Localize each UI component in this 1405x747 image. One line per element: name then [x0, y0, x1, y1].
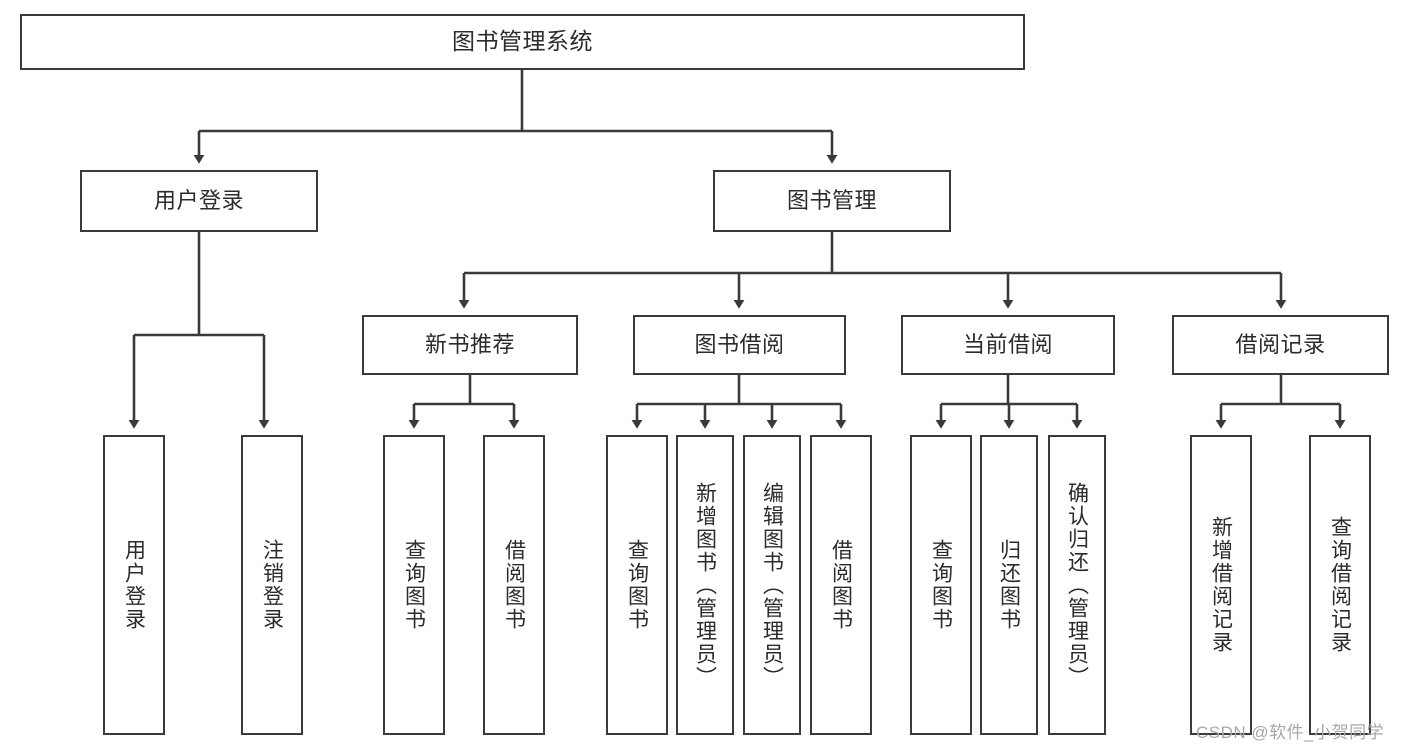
node-label: 用户登录 — [122, 539, 146, 631]
node-label: 新增借阅记录 — [1209, 516, 1233, 654]
leaf-confirm-return-admin[interactable]: 确认归还（管理员） — [1048, 435, 1106, 735]
node-borrow-record[interactable]: 借阅记录 — [1172, 315, 1389, 375]
node-label: 编辑图书（管理员） — [760, 481, 784, 689]
leaf-borrow-book-newbook[interactable]: 借阅图书 — [483, 435, 545, 735]
node-label: 查询借阅记录 — [1328, 516, 1352, 654]
node-book-management[interactable]: 图书管理 — [713, 170, 951, 232]
leaf-query-book-current[interactable]: 查询图书 — [910, 435, 972, 735]
node-label: 查询图书 — [625, 539, 649, 631]
node-root-system[interactable]: 图书管理系统 — [20, 14, 1025, 70]
node-new-book-recommend[interactable]: 新书推荐 — [362, 315, 578, 375]
node-label: 用户登录 — [153, 187, 244, 213]
node-label: 确认归还（管理员） — [1065, 481, 1089, 689]
node-label: 图书借阅 — [694, 331, 785, 357]
node-label: 注销登录 — [260, 539, 284, 631]
node-book-borrow[interactable]: 图书借阅 — [633, 315, 846, 375]
leaf-query-book-borrow[interactable]: 查询图书 — [606, 435, 668, 735]
leaf-return-book[interactable]: 归还图书 — [980, 435, 1038, 735]
node-label: 归还图书 — [997, 539, 1021, 631]
leaf-user-login[interactable]: 用户登录 — [103, 435, 165, 735]
node-label: 图书管理系统 — [452, 28, 593, 55]
node-label: 借阅图书 — [502, 539, 526, 631]
leaf-query-borrow-record[interactable]: 查询借阅记录 — [1309, 435, 1371, 735]
node-label: 图书管理 — [786, 187, 877, 213]
leaf-add-book-admin[interactable]: 新增图书（管理员） — [676, 435, 734, 735]
node-label: 借阅图书 — [829, 539, 853, 631]
node-label: 查询图书 — [929, 539, 953, 631]
leaf-query-book-newbook[interactable]: 查询图书 — [383, 435, 445, 735]
node-label: 借阅记录 — [1235, 331, 1326, 357]
leaf-borrow-book[interactable]: 借阅图书 — [810, 435, 872, 735]
node-user-login[interactable]: 用户登录 — [80, 170, 318, 232]
node-label: 查询图书 — [402, 539, 426, 631]
leaf-logout[interactable]: 注销登录 — [241, 435, 303, 735]
leaf-edit-book-admin[interactable]: 编辑图书（管理员） — [743, 435, 801, 735]
node-label: 当前借阅 — [962, 331, 1053, 357]
node-label: 新书推荐 — [424, 331, 515, 357]
csdn-watermark: CSDN @软件_小贺同学 — [1196, 723, 1385, 742]
node-label: 新增图书（管理员） — [693, 481, 717, 689]
node-current-borrow[interactable]: 当前借阅 — [901, 315, 1115, 375]
leaf-add-borrow-record[interactable]: 新增借阅记录 — [1190, 435, 1252, 735]
